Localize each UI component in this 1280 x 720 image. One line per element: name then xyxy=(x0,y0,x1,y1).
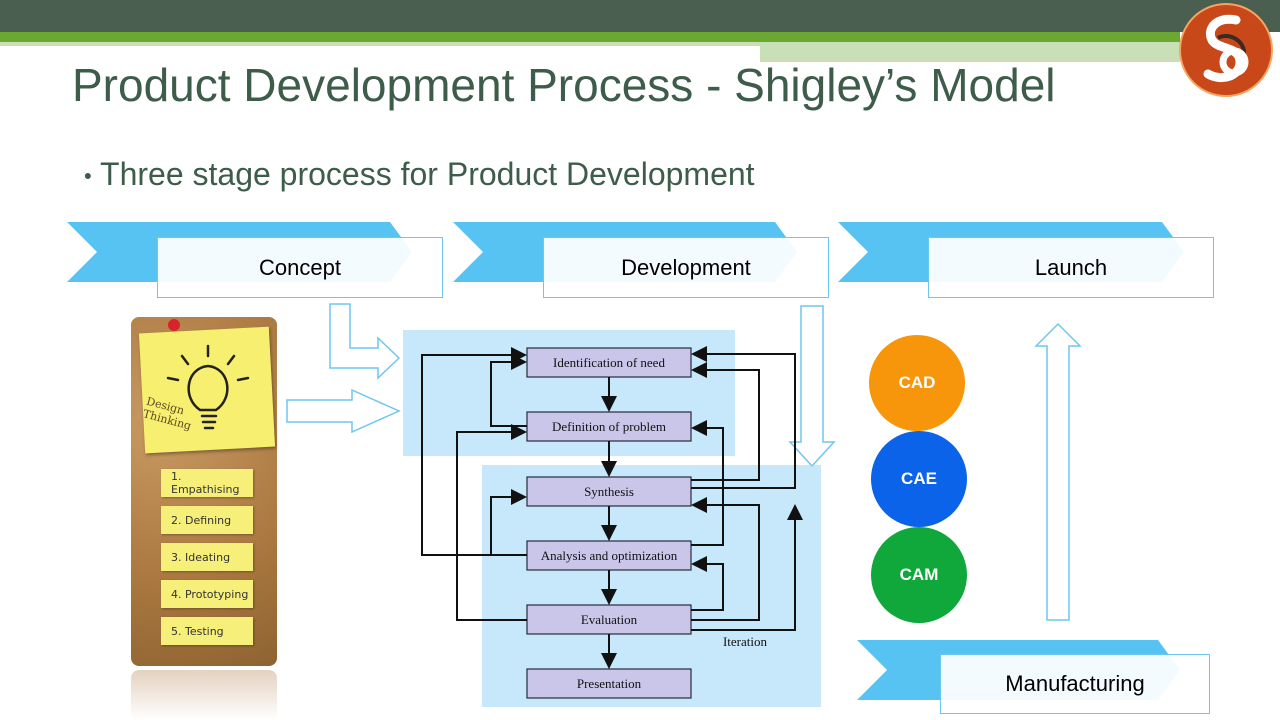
pushpin-icon xyxy=(168,319,180,331)
lightbulb-icon xyxy=(166,344,250,430)
flow-step-evaluation: Evaluation xyxy=(581,612,638,627)
flow-step-definition: Definition of problem xyxy=(552,419,666,434)
bullet-dot-icon: • xyxy=(84,163,92,189)
tool-cam-circle: CAM xyxy=(871,527,967,623)
stage-launch: Launch xyxy=(928,237,1214,298)
bullet-item: • Three stage process for Product Develo… xyxy=(84,156,755,193)
step-note-prototyping: 4. Prototyping xyxy=(161,580,253,608)
development-down-arrow xyxy=(788,305,836,468)
flow-step-analysis: Analysis and optimization xyxy=(541,548,678,563)
step-note-empathising: 1. Empathising xyxy=(161,469,253,497)
step-label: 5. Testing xyxy=(171,624,224,638)
flow-box-definition xyxy=(526,411,692,442)
flow-step-presentation: Presentation xyxy=(577,676,642,691)
step-note-defining: 2. Defining xyxy=(161,506,253,534)
bullet-text: Three stage process for Product Developm… xyxy=(100,156,755,192)
header-bar xyxy=(0,0,1280,32)
stage-launch-label: Launch xyxy=(1034,254,1108,280)
step-note-testing: 5. Testing xyxy=(161,617,253,645)
flow-step-identification: Identification of need xyxy=(553,355,665,370)
tool-cam-label: CAM xyxy=(899,565,939,584)
tool-cad-label: CAD xyxy=(898,373,936,392)
design-thinking-arrow xyxy=(286,388,401,434)
flow-box-evaluation xyxy=(526,604,692,635)
tool-cae-label: CAE xyxy=(901,469,937,488)
logo-icon xyxy=(1179,3,1273,97)
slide-title: Product Development Process - Shigley’s … xyxy=(72,59,1056,111)
step-label: 2. Defining xyxy=(171,513,232,527)
stage-development-label: Development xyxy=(621,254,751,280)
stage-manufacturing: Manufacturing xyxy=(940,654,1210,714)
step-note-ideating: 3. Ideating xyxy=(161,543,253,571)
stage-concept-label: Concept xyxy=(259,254,341,280)
header-light-stripe xyxy=(0,42,760,46)
stage-development: Development xyxy=(543,237,829,298)
flow-step-synthesis: Synthesis xyxy=(584,484,634,499)
launch-up-arrow xyxy=(1034,322,1082,621)
flow-box-identification xyxy=(526,347,692,378)
flow-box-analysis xyxy=(526,540,692,571)
header-light-stripe-right xyxy=(760,42,1180,62)
step-label: 1. Empathising xyxy=(171,470,240,496)
stage-concept: Concept xyxy=(157,237,443,298)
stage-manufacturing-label: Manufacturing xyxy=(1005,671,1145,696)
concept-bent-arrow xyxy=(329,303,401,380)
step-label: 3. Ideating xyxy=(171,550,231,564)
header-accent-bar xyxy=(0,32,1180,42)
tool-cae-circle: CAE xyxy=(871,431,967,527)
step-label: 4. Prototyping xyxy=(171,587,249,601)
flow-box-presentation xyxy=(526,668,692,699)
iteration-label: Iteration xyxy=(723,634,768,649)
tool-cad-circle: CAD xyxy=(869,335,965,431)
board-reflection xyxy=(131,670,277,720)
